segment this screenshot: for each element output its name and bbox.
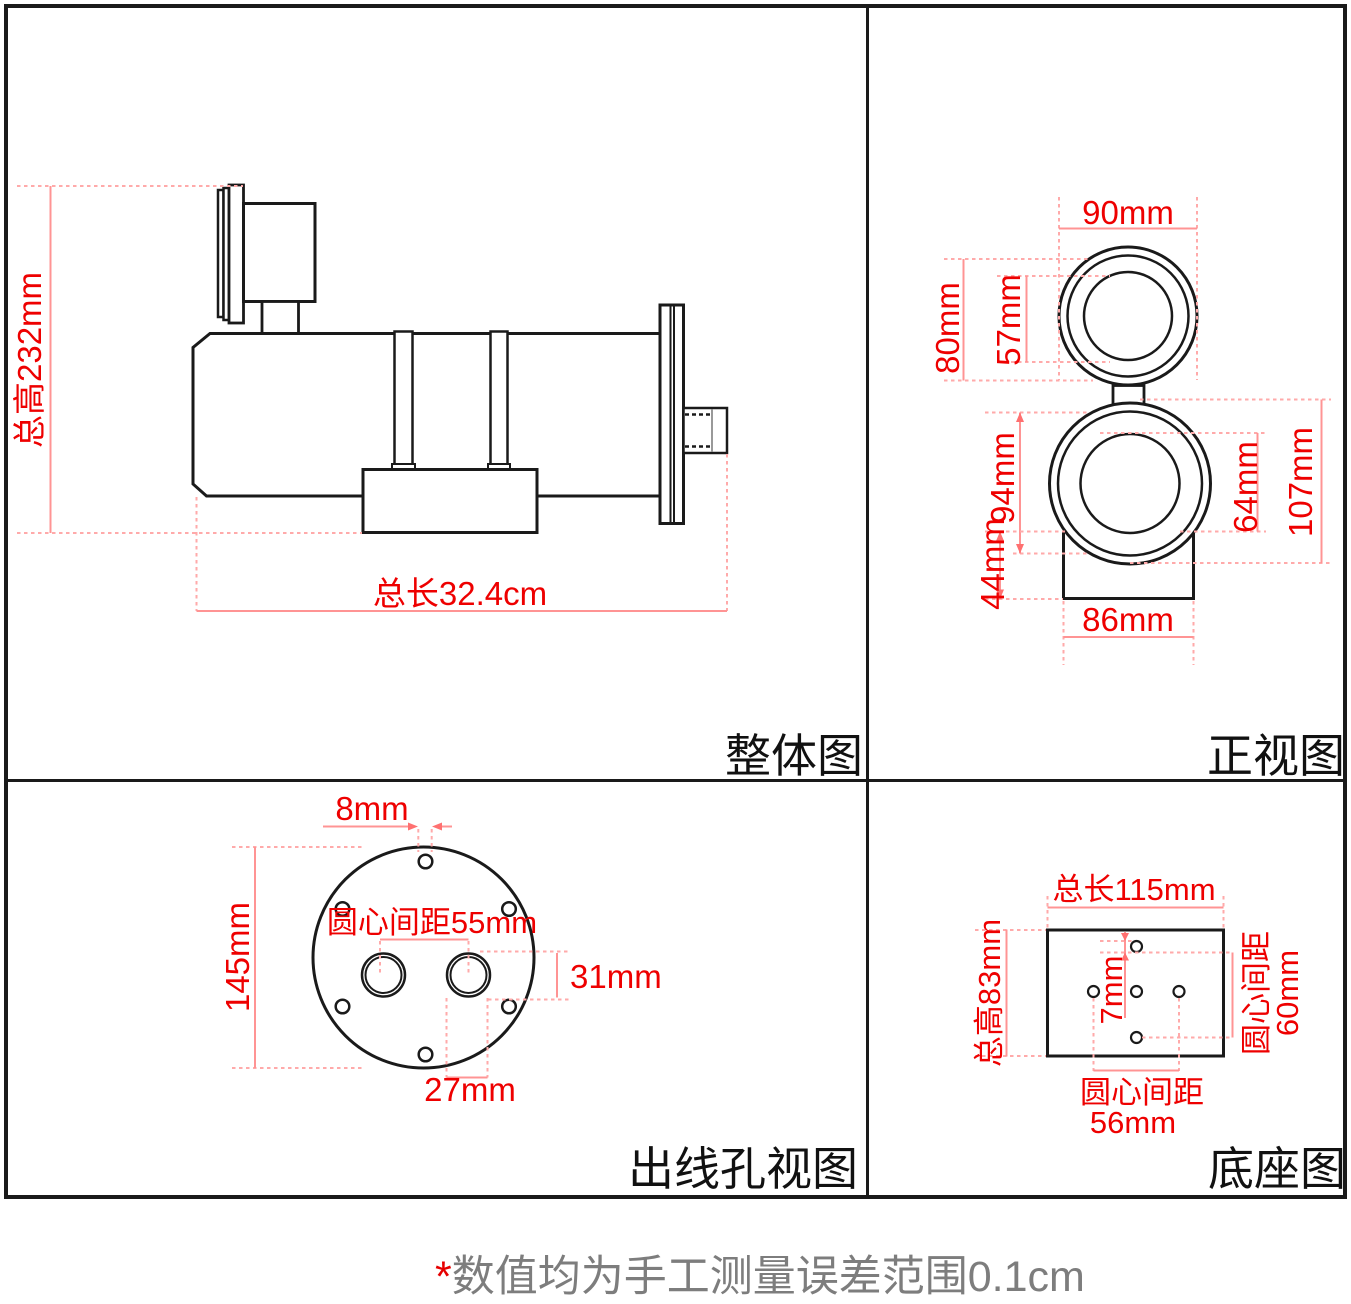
bolt-hole <box>500 998 518 1015</box>
rear-flange <box>658 303 685 525</box>
panel-grid <box>4 4 1347 1199</box>
bolt-hole <box>334 998 351 1015</box>
base-hole-right <box>1172 984 1186 999</box>
arrowhead-right <box>408 822 418 831</box>
arrowhead-down <box>996 589 1004 599</box>
measurement-note: *数值均为手工测量误差范围0.1cm <box>435 1253 1085 1301</box>
panel-title-overall: 整体图 <box>725 730 863 782</box>
cable-hole-left-inner <box>364 956 403 994</box>
overall-length-label: 总长32.4cm <box>373 575 547 612</box>
cover-window <box>1082 270 1174 362</box>
front-90mm-label: 90mm <box>1082 194 1174 231</box>
base-view-drawing <box>1046 928 1225 1058</box>
arrowhead-up <box>1016 412 1024 422</box>
front-view-dimensions: 90mm 80mm 57mm 94mm 44mm 64mm 107mm <box>929 194 1331 665</box>
overall-view-drawing <box>191 183 729 534</box>
head-box <box>242 202 317 303</box>
cable-hole-right <box>445 952 492 998</box>
base-height-label: 总高83mm <box>972 919 1007 1067</box>
arrowhead-down <box>1016 544 1024 554</box>
front-86mm-label: 86mm <box>1082 601 1174 638</box>
bracket-post-left <box>393 330 414 466</box>
bolt-hole <box>417 1046 434 1063</box>
overall-height-label: 总高232mm <box>11 272 48 448</box>
front-94mm-label: 94mm <box>984 432 1021 524</box>
front-107mm-label: 107mm <box>1282 427 1319 537</box>
arrowhead-up <box>1121 952 1129 961</box>
front-64mm-label: 64mm <box>1227 441 1264 533</box>
base-center-distance-h-value: 56mm <box>1090 1105 1176 1140</box>
head-neck <box>260 300 300 336</box>
bolt-hole <box>500 900 518 918</box>
outlet-8mm-label: 8mm <box>335 790 408 827</box>
note-text: 数值均为手工测量误差范围0.1cm <box>452 1253 1085 1301</box>
outer-border <box>4 4 1347 1199</box>
bolt-hole <box>417 853 434 870</box>
cover-ring-mid <box>1066 254 1190 378</box>
front-body-ring-mid <box>1056 410 1204 557</box>
cable-hole-left <box>360 952 407 998</box>
front-body-ring-outer <box>1048 401 1212 566</box>
front-80mm-label: 80mm <box>929 282 966 374</box>
base-length-label: 总长115mm <box>1052 872 1215 907</box>
outlet-27mm-label: 27mm <box>424 1071 516 1108</box>
mounting-block <box>361 468 539 534</box>
arrowhead-down <box>1121 933 1129 941</box>
base-hole-center <box>1129 984 1144 999</box>
outlet-31mm-label: 31mm <box>570 958 662 995</box>
panel-title-base: 底座图 <box>1208 1143 1346 1195</box>
outlet-flange-disc <box>311 845 536 1070</box>
outlet-view-dimensions: 8mm 145mm 圆心间距55mm 31mm 27mm <box>219 790 662 1108</box>
cable-gland <box>682 406 729 455</box>
panel-title-outlet: 出线孔视图 <box>628 1143 858 1195</box>
front-view-drawing <box>1048 245 1212 600</box>
base-center-distance-h-label: 圆心间距 <box>1080 1075 1204 1110</box>
base-hole-top <box>1129 939 1144 954</box>
base-hole-bottom <box>1129 1030 1144 1045</box>
front-44mm-label: 44mm <box>974 518 1011 610</box>
bolt-hole <box>334 900 351 918</box>
base-view-dimensions: 总长115mm 总高83mm 7mm 圆心间距 60mm 圆心间距 56mm <box>972 872 1305 1140</box>
bracket-post-right <box>489 330 509 466</box>
arrowhead-left <box>432 822 442 831</box>
outlet-145mm-label: 145mm <box>219 902 256 1012</box>
sunshade-plate-main <box>227 183 245 325</box>
arrowhead-up <box>996 531 1004 541</box>
overall-view-dimensions: 总高232mm 总长32.4cm <box>11 185 728 612</box>
outlet-center-distance-label: 圆心间距55mm <box>327 905 537 940</box>
base-hole-left <box>1086 984 1101 999</box>
cover-ring-outer <box>1057 245 1199 387</box>
outlet-view-drawing <box>311 845 536 1070</box>
base-7mm-label: 7mm <box>1094 956 1129 1025</box>
base-center-distance-v-label: 圆心间距 <box>1239 931 1274 1055</box>
note-asterisk: * <box>435 1253 452 1301</box>
panel-title-front: 正视图 <box>1207 730 1345 782</box>
front-57mm-label: 57mm <box>990 274 1027 366</box>
base-center-distance-v-value: 60mm <box>1270 950 1305 1036</box>
